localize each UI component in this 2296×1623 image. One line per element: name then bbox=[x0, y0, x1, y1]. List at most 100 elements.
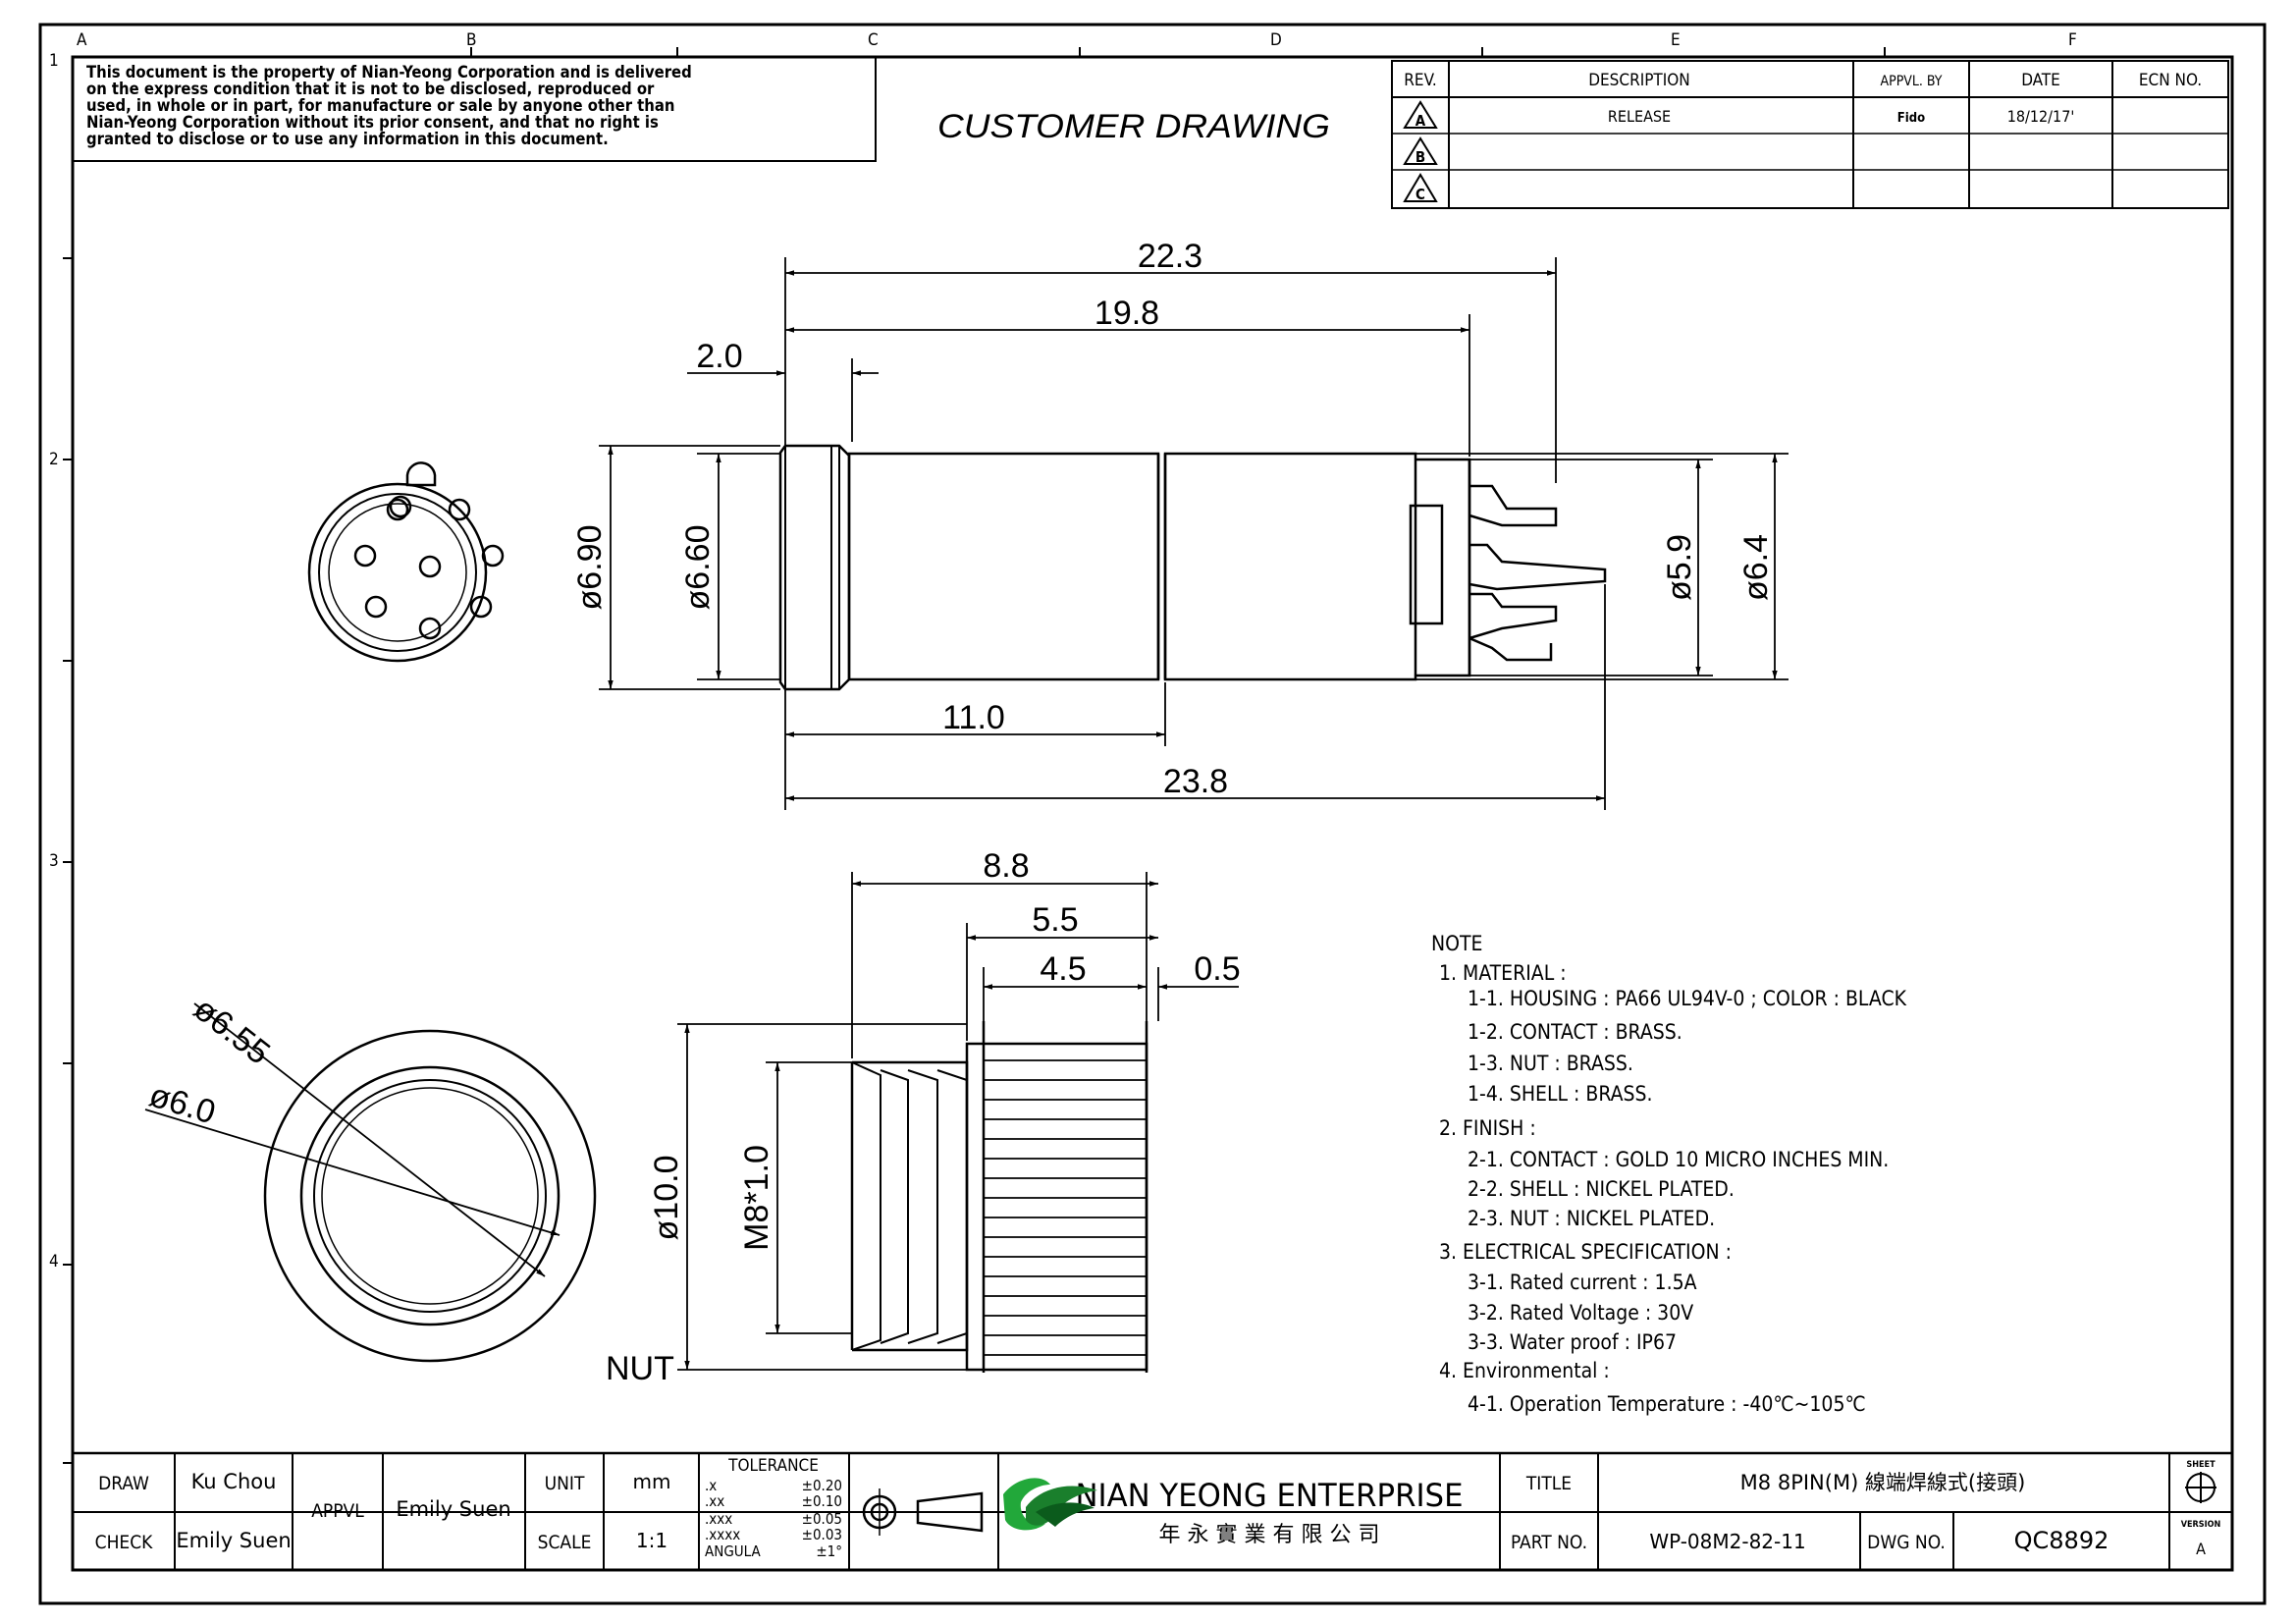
dim-23-8: 23.8 bbox=[1163, 763, 1228, 800]
tolerance-value: ±0.05 bbox=[802, 1510, 842, 1528]
note-line: 4-1. Operation Temperature : -40℃~105℃ bbox=[1468, 1392, 1866, 1416]
dim-2-0: 2.0 bbox=[696, 338, 742, 375]
note-line: 2-3. NUT : NICKEL PLATED. bbox=[1468, 1207, 1715, 1230]
notice-line: used, in whole or in part, for manufactu… bbox=[86, 96, 674, 115]
company-name: NIAN YEONG ENTERPRISE bbox=[1076, 1477, 1464, 1514]
tolerance-value: ±1° bbox=[816, 1542, 842, 1560]
version-value: A bbox=[2196, 1540, 2206, 1558]
note-line: 2-1. CONTACT : GOLD 10 MICRO INCHES MIN. bbox=[1468, 1148, 1889, 1171]
zone-letter-a: A bbox=[77, 30, 87, 50]
zone-number-2: 2 bbox=[49, 450, 59, 469]
nut-side-view-labels: 8.8 5.5 4.5 0.5 ø10.0 M8*1.0 NUT bbox=[606, 847, 1241, 1387]
appvl-value: Emily Suen bbox=[396, 1497, 510, 1521]
company-chinese-name: 年 永 實 業 有 限 公 司 bbox=[1159, 1523, 1380, 1547]
dim-6-55: ø6.55 bbox=[187, 990, 277, 1071]
dim-0-5: 0.5 bbox=[1194, 950, 1240, 988]
note-line: 2-2. SHELL : NICKEL PLATED. bbox=[1468, 1177, 1735, 1201]
dim-5-9: ø5.9 bbox=[1661, 534, 1698, 601]
title-label: TITLE bbox=[1525, 1473, 1572, 1494]
confidentiality-notice: This document is the property of Nian-Ye… bbox=[72, 56, 877, 162]
dim-m8: M8*1.0 bbox=[738, 1145, 775, 1251]
note-line: 1-3. NUT : BRASS. bbox=[1468, 1052, 1633, 1075]
note-line: 1-4. SHELL : BRASS. bbox=[1468, 1082, 1653, 1106]
rev-a-date: 18/12/17' bbox=[2007, 107, 2075, 126]
sheet-symbol-icon bbox=[2185, 1472, 2216, 1503]
check-value: Emily Suen bbox=[176, 1529, 291, 1552]
title-block-text: DRAW Ku Chou CHECK Emily Suen APPVL Emil… bbox=[95, 1456, 2221, 1560]
dim-11-0: 11.0 bbox=[942, 699, 1005, 736]
nut-end-view-labels: ø6.55 ø6.0 bbox=[145, 990, 277, 1131]
rev-b: B bbox=[1415, 148, 1425, 166]
dwg-no-label: DWG NO. bbox=[1867, 1532, 1946, 1553]
draw-label: DRAW bbox=[98, 1473, 149, 1494]
notes-heading: NOTE bbox=[1431, 932, 1482, 955]
side-view-dimensions bbox=[599, 257, 1789, 810]
date-header: DATE bbox=[2021, 71, 2060, 90]
dim-4-5: 4.5 bbox=[1040, 950, 1086, 988]
note-line: 4. Environmental : bbox=[1439, 1359, 1610, 1382]
note-line: 3-2. Rated Voltage : 30V bbox=[1468, 1301, 1693, 1325]
side-view-dimension-labels: 22.3 19.8 2.0 11.0 23.8 ø6.90 ø6.60 ø5.9… bbox=[571, 238, 1775, 800]
unit-label: UNIT bbox=[545, 1473, 585, 1494]
zone-number-4: 4 bbox=[49, 1252, 59, 1271]
tolerance-key: .x bbox=[705, 1477, 717, 1494]
zone-letter-f: F bbox=[2068, 30, 2077, 50]
rev-a: A bbox=[1415, 112, 1426, 130]
revision-triangle-c-icon: C bbox=[1403, 173, 1438, 203]
note-line: 3-1. Rated current : 1.5A bbox=[1468, 1271, 1697, 1294]
zone-letter-c: C bbox=[868, 30, 879, 50]
dim-5-5: 5.5 bbox=[1032, 901, 1078, 939]
nut-side-view bbox=[850, 1021, 1148, 1373]
zone-letter-e: E bbox=[1671, 30, 1681, 50]
tolerance-value: ±0.20 bbox=[802, 1477, 842, 1494]
dim-8-8: 8.8 bbox=[983, 847, 1029, 885]
sheet-label: SHEET bbox=[2186, 1460, 2216, 1470]
nut-side-view-dimensions bbox=[677, 872, 1239, 1371]
zone-number-1: 1 bbox=[49, 51, 59, 71]
note-line: 2. FINISH : bbox=[1439, 1116, 1536, 1140]
unit-value: mm bbox=[633, 1470, 671, 1493]
rev-a-description: RELEASE bbox=[1608, 107, 1671, 126]
notice-line: granted to disclose or to use any inform… bbox=[86, 130, 609, 148]
rev-c: C bbox=[1415, 186, 1425, 203]
dim-19-8: 19.8 bbox=[1095, 295, 1159, 332]
zone-letter-b: B bbox=[466, 30, 477, 50]
revision-triangle-b-icon: B bbox=[1403, 136, 1438, 166]
title-value: M8 8PIN(M) 線端焊線式(接頭) bbox=[1740, 1471, 2026, 1494]
notice-line: This document is the property of Nian-Ye… bbox=[86, 63, 692, 81]
tolerance-key: .xxx bbox=[705, 1510, 732, 1528]
dim-6-0: ø6.0 bbox=[145, 1076, 220, 1131]
zone-number-3: 3 bbox=[49, 851, 59, 871]
notice-line: on the express condition that it is not … bbox=[86, 80, 655, 98]
tolerance-value: ±0.10 bbox=[802, 1492, 842, 1510]
note-line: 1. MATERIAL : bbox=[1439, 961, 1567, 985]
scale-label: SCALE bbox=[538, 1532, 592, 1553]
draw-value: Ku Chou bbox=[191, 1470, 277, 1493]
title-block bbox=[73, 1451, 2232, 1570]
dwg-no-value: QC8892 bbox=[2014, 1527, 2109, 1554]
zone-letter-d: D bbox=[1270, 30, 1282, 50]
appvl-label: APPVL bbox=[311, 1500, 364, 1522]
version-label: VERSION bbox=[2181, 1520, 2221, 1530]
connector-side-view bbox=[778, 444, 1607, 691]
part-no-value: WP-08M2-82-11 bbox=[1649, 1530, 1805, 1553]
company-logo-icon bbox=[1003, 1478, 1097, 1531]
dim-6-4: ø6.4 bbox=[1737, 534, 1775, 601]
third-angle-projection-icon bbox=[856, 1488, 991, 1536]
tolerance-key: .xxxx bbox=[705, 1526, 740, 1543]
part-no-label: PART NO. bbox=[1511, 1532, 1587, 1553]
revision-triangle-a-icon: A bbox=[1403, 100, 1438, 130]
tolerance-key: ANGULA bbox=[705, 1542, 762, 1560]
dim-6-60: ø6.60 bbox=[679, 525, 717, 611]
notes: NOTE 1. MATERIAL : 1-1. HOUSING : PA66 U… bbox=[1431, 932, 1907, 1416]
tolerance-value: ±0.03 bbox=[802, 1526, 842, 1543]
nut-label: NUT bbox=[606, 1350, 674, 1387]
check-label: CHECK bbox=[95, 1532, 154, 1553]
zone-letters: A B C D E F 1 2 3 4 bbox=[49, 30, 2077, 1271]
dim-6-90: ø6.90 bbox=[571, 525, 609, 611]
tolerance-label: TOLERANCE bbox=[727, 1456, 819, 1476]
notice-line: Nian-Yeong Corporation without its prior… bbox=[86, 113, 659, 132]
revision-table: REV. DESCRIPTION APPVL. BY DATE ECN NO. … bbox=[1391, 60, 2229, 209]
tolerance-key: .xx bbox=[705, 1492, 724, 1510]
